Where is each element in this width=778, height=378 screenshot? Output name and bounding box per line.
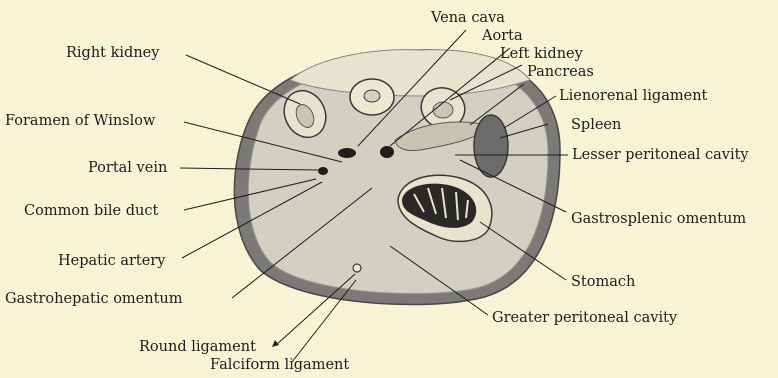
- label-greater-peritoneal-cavity: Greater peritoneal cavity: [492, 310, 677, 326]
- spleen: [474, 115, 508, 177]
- vertebral-canal: [364, 90, 380, 102]
- label-vena-cava: Vena cava: [431, 10, 505, 26]
- label-gastrohepatic-omentum: Gastrohepatic omentum: [5, 291, 183, 307]
- label-lienorenal-ligament: Lienorenal ligament: [559, 88, 707, 104]
- label-portal-vein: Portal vein: [88, 160, 167, 176]
- vena-cava: [338, 148, 356, 158]
- label-right-kidney: Right kidney: [66, 45, 159, 61]
- label-gastrosplenic-omentum: Gastrosplenic omentum: [571, 211, 746, 227]
- label-lesser-peritoneal-cavity: Lesser peritoneal cavity: [572, 147, 749, 163]
- aorta: [380, 146, 394, 158]
- portal-vein: [318, 167, 328, 175]
- round-ligament: [353, 264, 361, 272]
- label-foramen-of-winslow: Foramen of Winslow: [5, 113, 155, 129]
- label-stomach: Stomach: [571, 274, 635, 290]
- label-round-ligament: Round ligament: [139, 339, 256, 355]
- label-common-bile-duct: Common bile duct: [24, 203, 158, 219]
- label-spleen: Spleen: [571, 117, 621, 133]
- label-left-kidney: Left kidney: [500, 46, 583, 62]
- label-aorta: Aorta: [482, 28, 523, 44]
- label-hepatic-artery: Hepatic artery: [58, 253, 165, 269]
- label-pancreas: Pancreas: [527, 64, 594, 80]
- left-kidney-pelvis: [433, 102, 453, 118]
- label-falciform-ligament: Falciform ligament: [210, 357, 349, 373]
- posterior-wall: [290, 50, 530, 96]
- leader-right-kidney: [186, 55, 300, 104]
